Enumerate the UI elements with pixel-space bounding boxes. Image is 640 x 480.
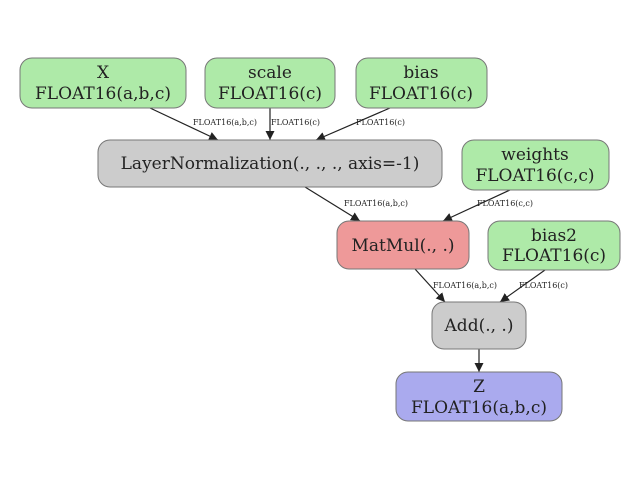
node-bias2-name: bias2 [531, 226, 577, 246]
edge-matmul-to-add: FLOAT16(a,b,c) [414, 268, 497, 303]
output-node-z: Z FLOAT16(a,b,c) [395, 371, 563, 422]
op-node-layernormalization: LayerNormalization(., ., ., axis=-1) [97, 139, 443, 188]
input-node-bias: bias FLOAT16(c) [355, 57, 488, 109]
edge-label-scale-layernorm: FLOAT16(c) [271, 118, 320, 127]
node-add-label: Add(., .) [444, 316, 514, 336]
node-x-type: FLOAT16(a,b,c) [35, 84, 171, 104]
edge-label-bias2-add: FLOAT16(c) [519, 281, 568, 290]
edge-label-weights-matmul: FLOAT16(c,c) [477, 199, 533, 208]
edge-label-x-layernorm: FLOAT16(a,b,c) [193, 118, 257, 127]
edge-bias-to-layernorm: FLOAT16(c) [315, 107, 405, 141]
input-node-x: X FLOAT16(a,b,c) [19, 57, 187, 109]
edge-label-matmul-add: FLOAT16(a,b,c) [433, 281, 497, 290]
node-weights-type: FLOAT16(c,c) [475, 166, 594, 186]
node-z-name: Z [473, 377, 485, 397]
edge-label-bias-layernorm: FLOAT16(c) [356, 118, 405, 127]
op-node-matmul: MatMul(., .) [336, 220, 470, 270]
edge-weights-to-matmul: FLOAT16(c,c) [442, 189, 533, 222]
node-bias-name: bias [403, 63, 438, 83]
input-node-scale: scale FLOAT16(c) [204, 57, 336, 109]
node-scale-type: FLOAT16(c) [218, 84, 322, 104]
node-z-type: FLOAT16(a,b,c) [411, 398, 547, 418]
edge-label-layernorm-matmul: FLOAT16(a,b,c) [344, 199, 408, 208]
input-node-weights: weights FLOAT16(c,c) [461, 139, 610, 191]
node-x-name: X [97, 63, 110, 83]
op-node-add: Add(., .) [431, 301, 527, 350]
node-bias-type: FLOAT16(c) [369, 84, 473, 104]
edge-scale-to-layernorm: FLOAT16(c) [265, 108, 320, 140]
edge-layernorm-to-matmul: FLOAT16(a,b,c) [304, 186, 408, 222]
node-weights-name: weights [501, 145, 568, 165]
node-layernorm-label: LayerNormalization(., ., ., axis=-1) [121, 154, 420, 174]
edge-x-to-layernorm: FLOAT16(a,b,c) [149, 107, 257, 141]
node-bias2-type: FLOAT16(c) [502, 246, 606, 266]
edge-bias2-to-add: FLOAT16(c) [499, 269, 568, 303]
input-node-bias2: bias2 FLOAT16(c) [487, 220, 621, 271]
node-matmul-label: MatMul(., .) [351, 236, 454, 256]
node-scale-name: scale [248, 63, 292, 83]
